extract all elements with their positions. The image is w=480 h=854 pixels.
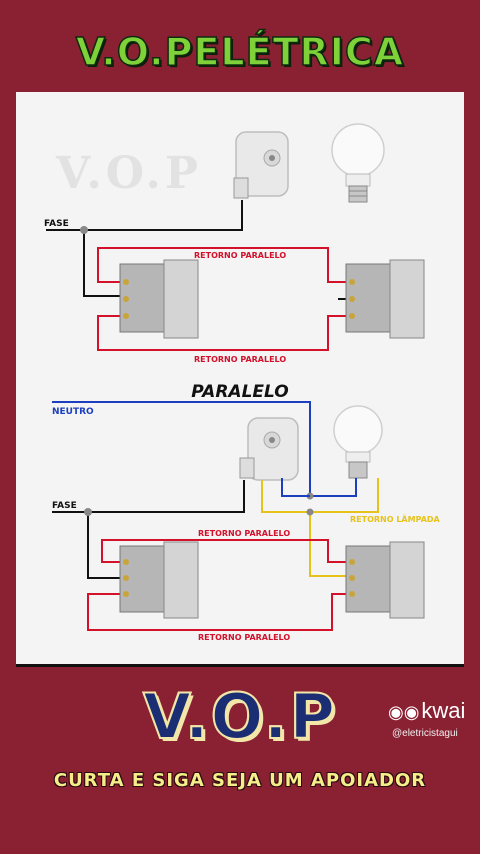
fase-label-top: FASE [44, 219, 69, 229]
brand-logo: V.O.P [142, 679, 337, 754]
neutro-wire [52, 401, 357, 497]
light-bulb-icon [331, 123, 385, 203]
retorno-lampada-wire [261, 478, 379, 577]
wiring-diagram: FASE RETORNO PARALELO RETORNO PARALELO [44, 123, 441, 642]
section-label-paralelo: PARALELO [191, 382, 289, 402]
neutro-label: NEUTRO [52, 407, 94, 417]
slogan: CURTA E SIGA SEJA UM APOIADOR [53, 770, 427, 791]
creator-handle: @eletricistagui [392, 728, 458, 739]
kwai-app-name: kwai [421, 698, 466, 723]
page-title: V.O.PELÉTRICA [75, 29, 405, 75]
fase-wire-bottom [52, 480, 245, 579]
retorno-wires-bottom [87, 539, 350, 631]
retorno-label-bottom-2: RETORNO PARALELO [198, 633, 290, 642]
light-bulb-icon [333, 405, 383, 479]
retorno-label-top-1: RETORNO PARALELO [194, 251, 286, 260]
switch-right-top [345, 259, 425, 339]
presence-sensor-icon [233, 131, 289, 199]
kwai-watermark: ◉◉kwai [388, 698, 465, 724]
presence-sensor-icon [239, 417, 299, 481]
watermark: V.O.P [56, 148, 202, 199]
switch-left-top [119, 259, 199, 339]
switch-left-bottom [119, 541, 199, 619]
wiring-diagram-panel: V.O.P [16, 92, 464, 667]
fase-label-bottom: FASE [52, 501, 77, 511]
switch-right-bottom [345, 541, 425, 619]
kwai-logo-icon: ◉◉ [388, 702, 420, 722]
fase-wire-top [46, 200, 243, 297]
retorno-label-top-2: RETORNO PARALELO [194, 355, 286, 364]
retorno-lampada-label: RETORNO LÂMPADA [350, 513, 441, 524]
retorno-label-bottom-1: RETORNO PARALELO [198, 529, 290, 538]
